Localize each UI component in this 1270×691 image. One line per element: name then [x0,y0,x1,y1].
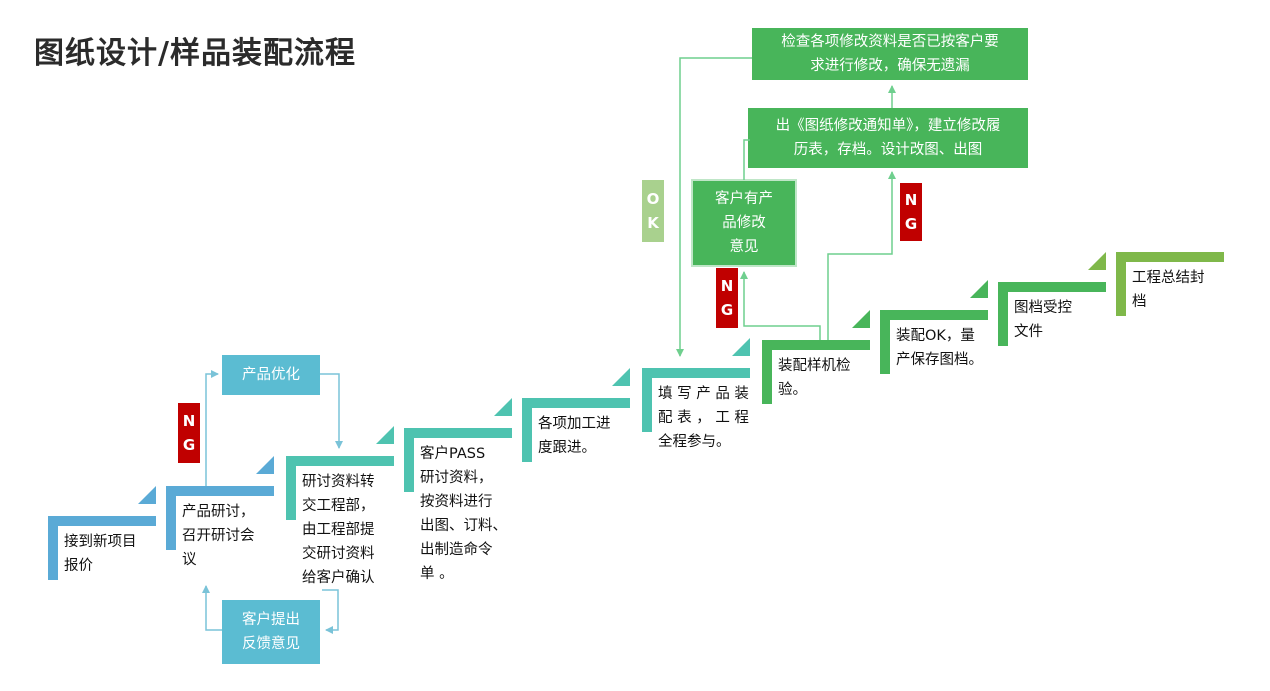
arrow-check-to-step6 [676,57,752,357]
step-9-shape [998,252,1106,346]
arrow-optimize-to-step3 [320,373,343,449]
check-box [752,28,1028,80]
step-7-text: 装配样机检 验。 [778,358,851,398]
customer-mod-box [691,179,797,267]
step-2-text: 产品研讨， 召开研讨会 议 [182,504,255,568]
step-5-text: 各项加工进 度跟进。 [538,416,611,456]
step-5-shape [522,368,630,462]
feedback-box [222,600,320,664]
ng-tag-2-bg [716,268,738,328]
step-3-text: 研讨资料转 交工程部， 由工程部提 交研讨资料 给客户确认 [302,474,375,586]
ok-tag-k: K [647,214,659,232]
check-box-text: 检查各项修改资料是否已按客户要 求进行修改，确保无遗漏 [781,34,999,74]
optimize-box-text: 产品优化 [242,367,300,383]
arrow-customer-mod-to-notice [743,139,750,180]
arrow-step3-to-feedback [322,589,339,634]
step-7-shape [762,310,870,404]
arrow-step7-to-customer-mod [740,271,821,340]
ok-tag-o: O [646,190,660,208]
ng-tag-2-g: G [720,301,734,319]
optimize-box [222,355,320,395]
step-10-shape [1116,252,1224,316]
ng-tag-1: N G [178,403,200,463]
ng-tag-2-n: N [720,277,734,295]
step-8-shape [880,280,988,374]
arrow-step7-to-notice [827,171,896,340]
step-4-shape [404,398,512,492]
ng-tag-1-bg [178,403,200,463]
arrow-to-optimize [205,370,219,486]
ok-tag-bg [642,180,664,242]
ng-tag-2: N G [716,268,738,328]
step-4-text: 客户PASS 研讨资料， 按资料进行 出图、订料、 出制造命令 单 。 [420,446,507,582]
step-2-shape [166,456,274,550]
notice-box [748,108,1028,168]
ng-tag-1-g: G [182,436,196,454]
step-3-shape [286,426,394,520]
step-1-shape [48,486,156,580]
step-6-text: 填 写 产 品 装 配 表 ， 工 程 全程参与。 [658,386,749,450]
step-1-text: 接到新项目 报价 [64,534,137,574]
ng-tag-3: N G [900,183,922,241]
notice-box-text: 出《图纸修改通知单》，建立修改履 历表，存档。设计改图、出图 [775,118,1001,158]
page-title: 图纸设计/样品装配流程 [34,36,356,71]
ng-tag-1-n: N [182,412,196,430]
ok-tag: O K [642,180,664,242]
arrow-feedback-to-step2 [202,585,222,631]
ng-tag-3-g: G [904,215,918,233]
ng-tag-3-bg [900,183,922,241]
step-9-text: 图档受控 文件 [1014,300,1072,340]
step-10-text: 工程总结封 档 [1132,270,1205,310]
feedback-box-text: 客户提出 反馈意见 [242,612,300,652]
step-6-shape [642,338,750,432]
step-8-text: 装配OK，量 产保存图档。 [896,328,983,368]
ng-tag-3-n: N [904,191,918,209]
customer-mod-box-text: 客户有产 品修改 意见 [715,191,773,255]
